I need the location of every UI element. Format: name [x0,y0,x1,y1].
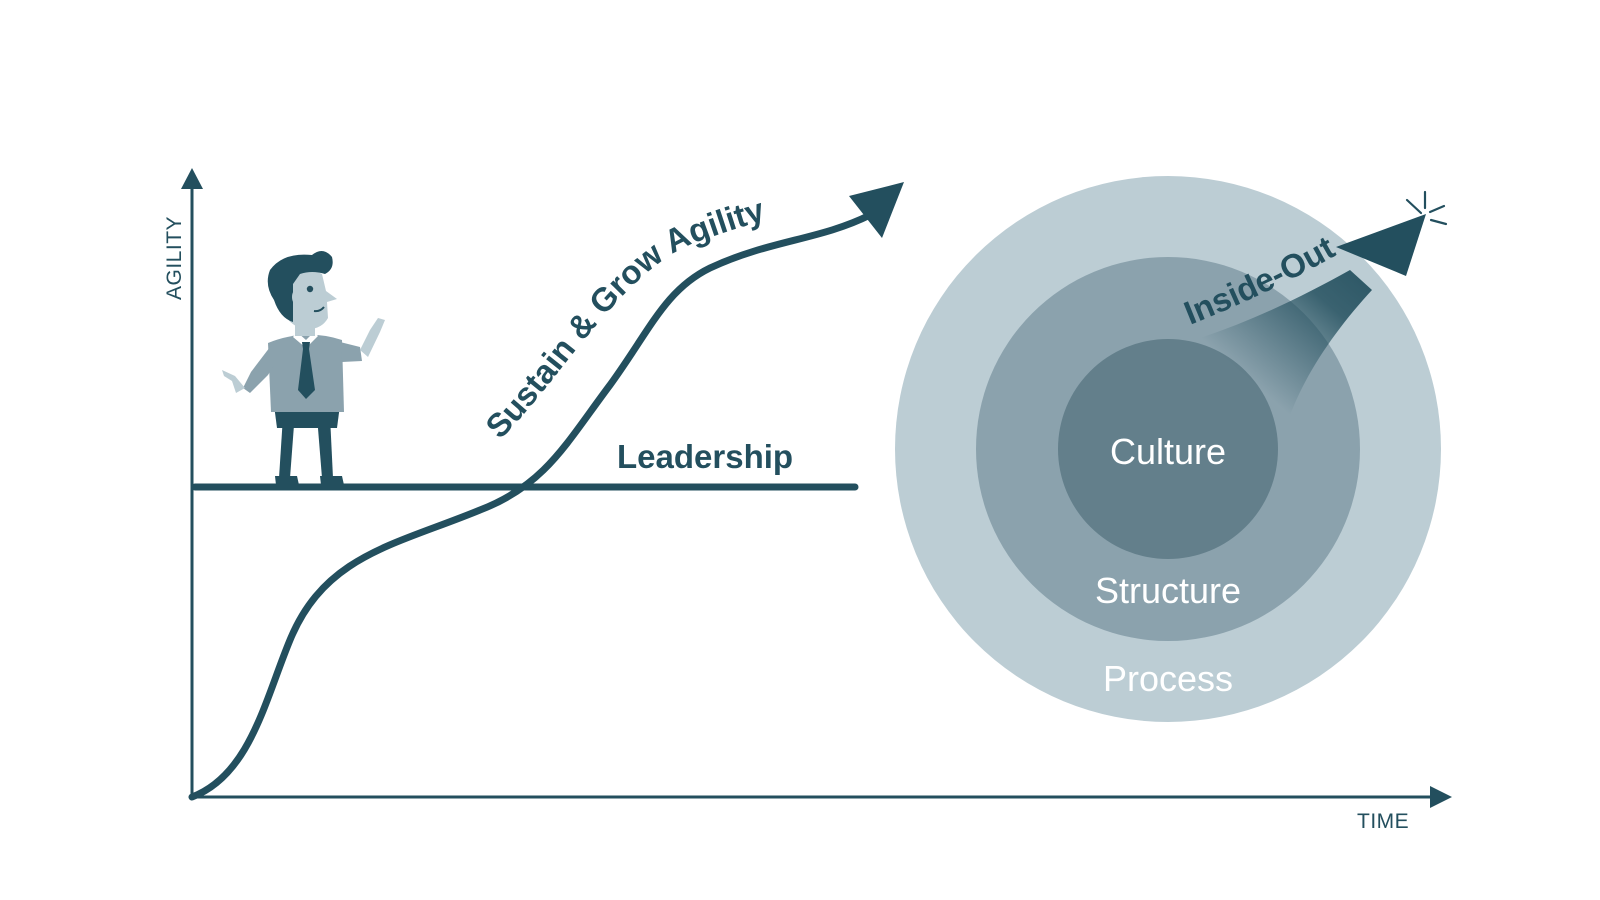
sustain-grow-label: Sustain & Grow Agility [478,191,769,445]
culture-label: Culture [1110,431,1226,472]
x-axis-label: TIME [1357,810,1409,833]
agility-curve-arrowhead [849,182,904,238]
y-axis-label: AGILITY [163,216,186,300]
sustain-grow-label-text: Sustain & Grow Agility [478,191,769,445]
x-axis [192,786,1452,808]
process-label: Process [1103,658,1233,699]
leadership-label: Leadership [617,438,793,475]
y-axis-arrowhead [181,168,203,189]
businessman-icon [222,251,385,485]
structure-label: Structure [1095,570,1241,611]
x-axis-arrowhead [1430,786,1452,808]
